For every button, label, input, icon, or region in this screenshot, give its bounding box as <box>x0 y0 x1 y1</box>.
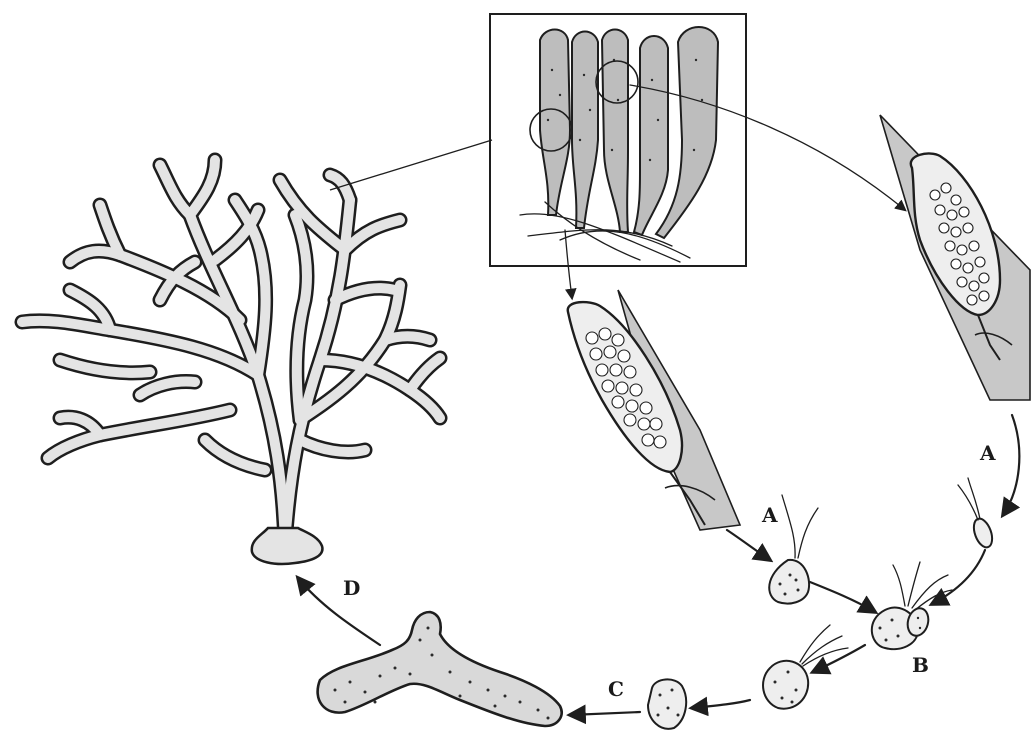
gamete-small-right <box>958 478 996 550</box>
gametangium-large-right <box>880 115 1030 400</box>
branched-thallus <box>22 160 440 564</box>
arrow-c <box>570 712 640 715</box>
holdfast <box>252 528 323 564</box>
fusing-gametes <box>872 562 952 649</box>
label-b: B <box>912 653 929 677</box>
label-a-right: A <box>979 441 996 465</box>
arrow-a-right <box>1003 415 1019 515</box>
arrow-zygote-to-cyst <box>692 700 750 708</box>
arrow-d <box>298 578 380 645</box>
germling-thallus <box>318 612 562 726</box>
pointer-line-thallus-to-box <box>330 140 492 190</box>
utricle-enlargement-box <box>490 14 746 266</box>
zygote-flagellate <box>763 625 848 709</box>
gametangium-large-center <box>568 290 740 530</box>
label-a-center: A <box>761 503 778 527</box>
zygote-encysted <box>648 679 686 728</box>
arrow-right-gamete-to-fusion <box>932 550 985 604</box>
label-d: D <box>343 576 360 600</box>
arrow-center-gamete-to-fusion <box>810 582 875 612</box>
label-c: C <box>608 677 624 701</box>
arrow-a-center <box>727 530 770 560</box>
